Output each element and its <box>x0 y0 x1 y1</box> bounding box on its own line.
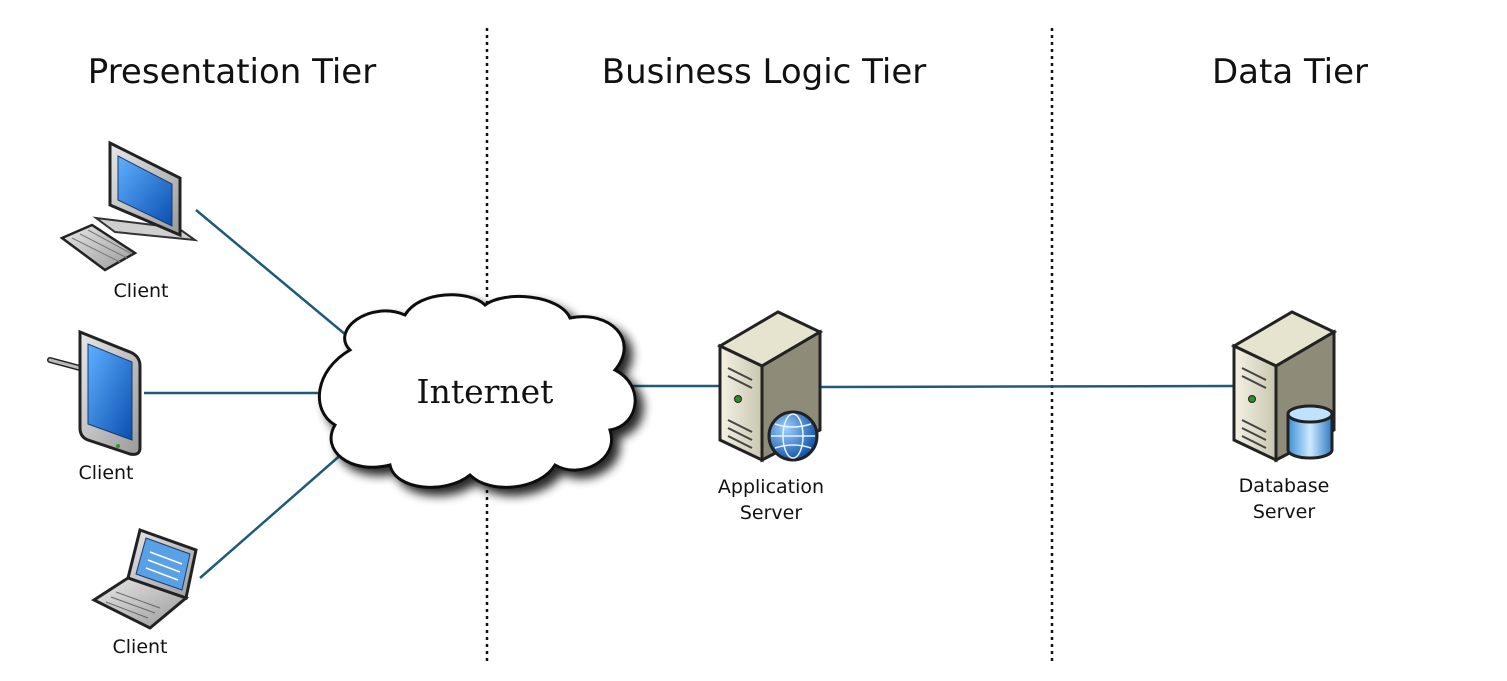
database-server-label: Database Server <box>1239 473 1330 525</box>
application-server-icon <box>716 310 824 463</box>
cloud-icon <box>318 293 637 489</box>
internet-label: Internet <box>416 372 554 411</box>
laptop-icon <box>90 528 198 630</box>
database-server-label-line2: Server <box>1252 501 1316 523</box>
database-server-label-line1: Database <box>1238 475 1330 497</box>
globe-icon <box>767 410 819 462</box>
client-laptop-label: Client <box>112 636 168 658</box>
application-server-label: Application Server <box>718 474 824 526</box>
application-server-label-line1: Application <box>717 476 825 498</box>
database-server-icon <box>1230 310 1338 463</box>
connector-laptop-internet <box>199 444 353 579</box>
application-server-label-line2: Server <box>739 502 803 524</box>
connector-desktop-internet <box>195 209 353 341</box>
tier-title-presentation: Presentation Tier <box>87 52 377 92</box>
database-cylinder-icon <box>1286 404 1334 460</box>
client-tablet-label: Client <box>78 462 134 484</box>
tier-title-data: Data Tier <box>1211 52 1369 92</box>
tier-title-business-logic: Business Logic Tier <box>601 52 927 92</box>
tablet-icon <box>47 329 142 456</box>
desktop-computer-icon <box>59 140 199 272</box>
client-desktop-label: Client <box>113 280 169 302</box>
connector-appserver-dbserver <box>819 384 1234 389</box>
connectors <box>144 209 1234 579</box>
